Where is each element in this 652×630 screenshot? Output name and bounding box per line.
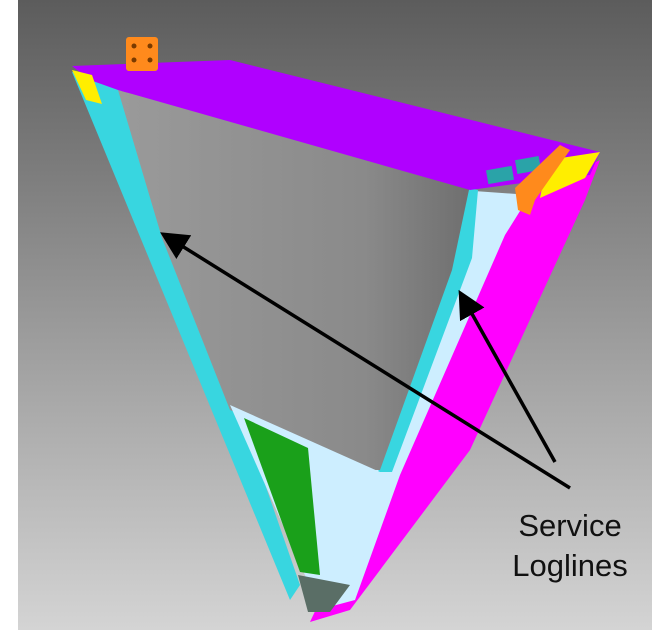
callout-arrow-left <box>160 232 571 490</box>
left-edge-highlight <box>72 70 102 104</box>
callout-label-line1: Service <box>518 508 622 543</box>
top-bracket <box>126 37 158 71</box>
side-bracket <box>515 145 570 215</box>
callout-arrow-right <box>458 289 557 463</box>
callout-label-line2: Loglines <box>512 548 628 583</box>
cavity <box>118 90 470 470</box>
top-face <box>72 60 600 190</box>
left-frame <box>72 72 300 600</box>
bottom-tip <box>298 575 350 612</box>
top-slot-left <box>485 165 515 185</box>
green-panel <box>244 418 320 575</box>
